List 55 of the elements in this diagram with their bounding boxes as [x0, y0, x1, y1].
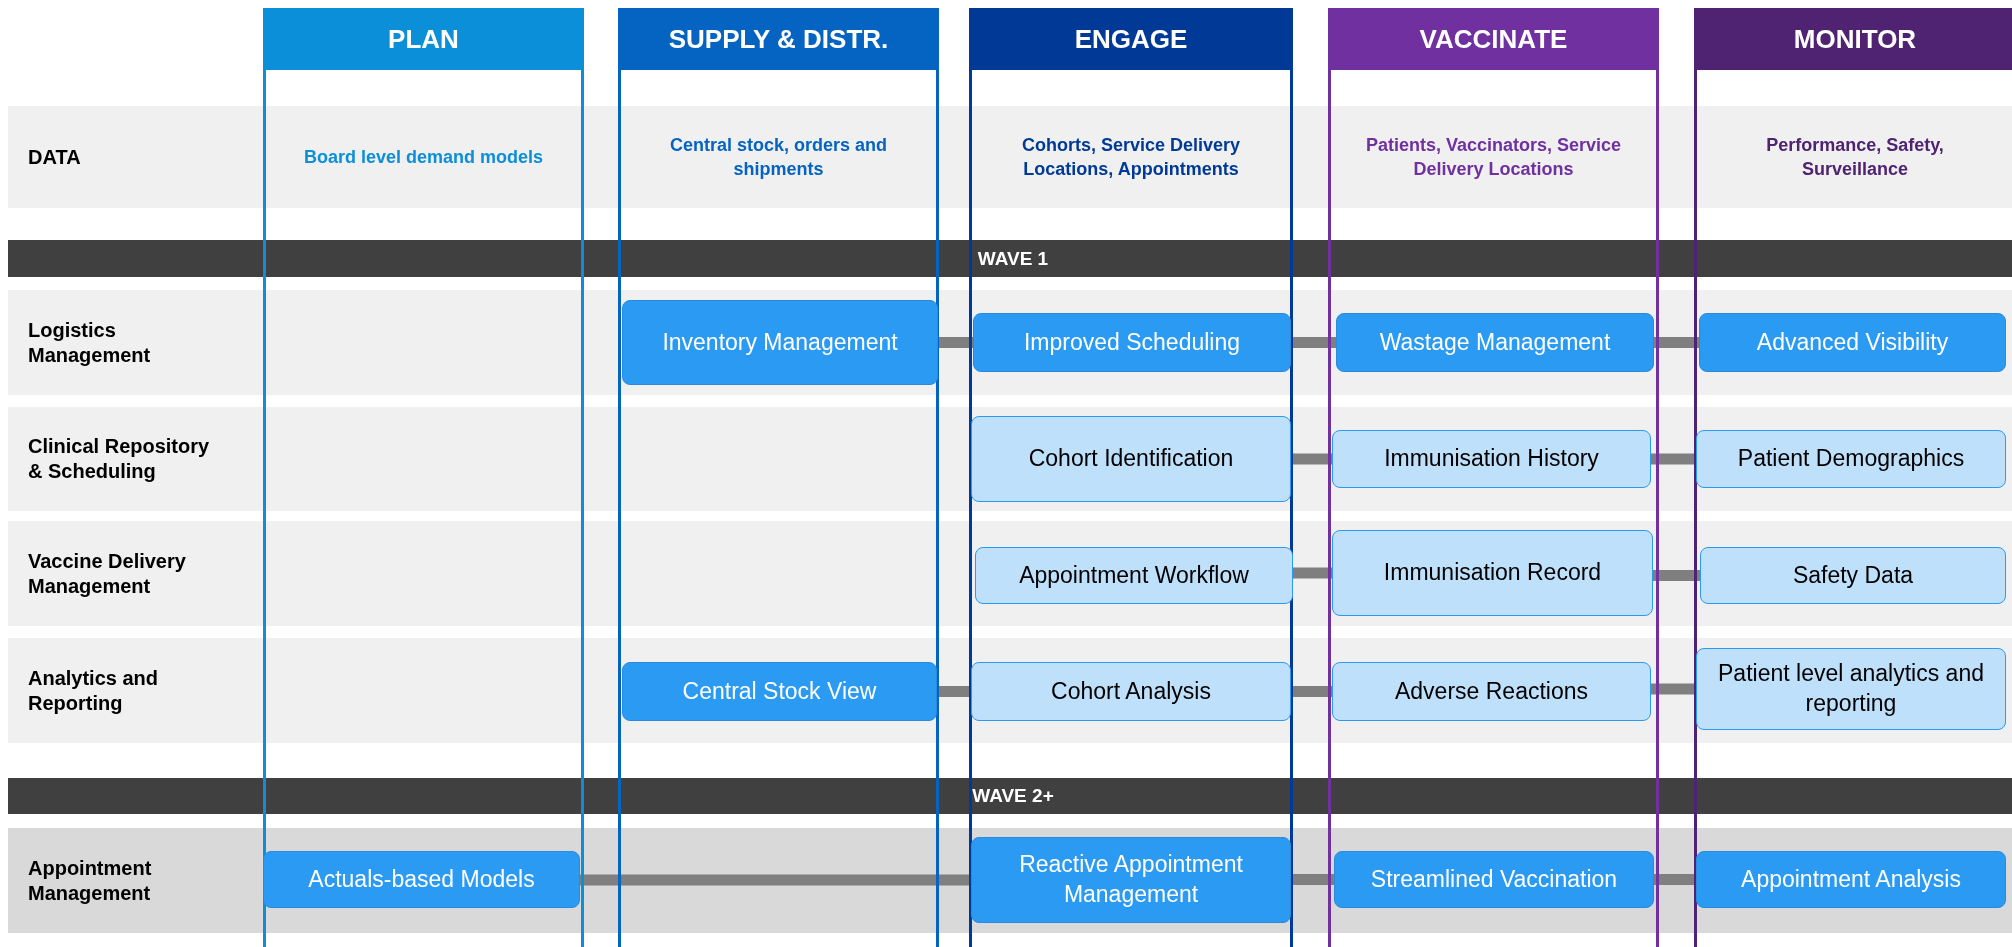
- wave-bar: WAVE 2+: [8, 778, 2012, 814]
- row-label: Vaccine Delivery Management: [28, 548, 187, 599]
- connector-bar: [1651, 683, 1696, 695]
- capability-box: Immunisation History: [1332, 430, 1651, 488]
- capability-box: Immunisation Record: [1332, 530, 1653, 616]
- connector-bar: [580, 874, 971, 886]
- capability-box: Wastage Management: [1336, 313, 1654, 372]
- capability-box: Reactive Appointment Management: [971, 837, 1291, 923]
- wave-bar: WAVE 1: [8, 240, 2012, 277]
- row-band: [8, 521, 2012, 626]
- capability-box: Safety Data: [1700, 547, 2006, 604]
- capability-box: Cohort Identification: [971, 416, 1291, 502]
- connector-bar: [938, 337, 973, 348]
- column-header: MONITOR: [1694, 8, 2012, 70]
- connector-bar: [1293, 567, 1332, 579]
- row-label: DATA: [28, 144, 81, 170]
- capability-box: Inventory Management: [622, 300, 938, 385]
- connector-bar: [1291, 874, 1334, 885]
- connector-bar: [1651, 453, 1696, 465]
- connector-bar: [1653, 570, 1700, 581]
- data-description: Patients, Vaccinators, Service Delivery Locations: [1336, 106, 1651, 208]
- capability-box: Appointment Analysis: [1696, 851, 2006, 908]
- capability-box: Patient level analytics and reporting: [1696, 648, 2006, 730]
- connector-bar: [937, 686, 971, 697]
- capability-box: Adverse Reactions: [1332, 662, 1651, 721]
- row-label: Clinical Repository & Scheduling: [28, 434, 211, 484]
- capability-box: Appointment Workflow: [975, 547, 1293, 604]
- column-header: SUPPLY & DISTR.: [618, 8, 939, 70]
- data-description: Central stock, orders and shipments: [626, 106, 931, 208]
- row-band: [8, 828, 2012, 933]
- data-description: Board level demand models: [271, 106, 576, 208]
- column-header: PLAN: [263, 8, 584, 70]
- connector-bar: [1291, 453, 1332, 465]
- row-label: Analytics and Reporting: [28, 665, 160, 716]
- capability-box: Advanced Visibility: [1699, 313, 2006, 372]
- capability-box: Patient Demographics: [1696, 430, 2006, 488]
- capability-box: Actuals-based Models: [263, 851, 580, 908]
- connector-bar: [1291, 686, 1332, 697]
- row-label: Appointment Management: [28, 855, 153, 906]
- capability-box: Central Stock View: [622, 662, 937, 721]
- row-band: [8, 407, 2012, 511]
- capability-box: Streamlined Vaccination: [1334, 851, 1654, 908]
- row-label: Logistics Management: [28, 317, 152, 368]
- row-band: [8, 290, 2012, 395]
- data-description: Performance, Safety, Surveillance: [1720, 106, 1990, 208]
- capability-box: Cohort Analysis: [971, 662, 1291, 721]
- connector-bar: [1291, 337, 1336, 348]
- data-description: Cohorts, Service Delivery Locations, Appointments: [977, 106, 1285, 208]
- row-band: [8, 638, 2012, 743]
- column-header: VACCINATE: [1328, 8, 1659, 70]
- row-band: [8, 106, 2012, 208]
- connector-bar: [1654, 337, 1699, 348]
- capability-box: Improved Scheduling: [973, 313, 1291, 372]
- column-header: ENGAGE: [969, 8, 1293, 70]
- connector-bar: [1654, 874, 1696, 885]
